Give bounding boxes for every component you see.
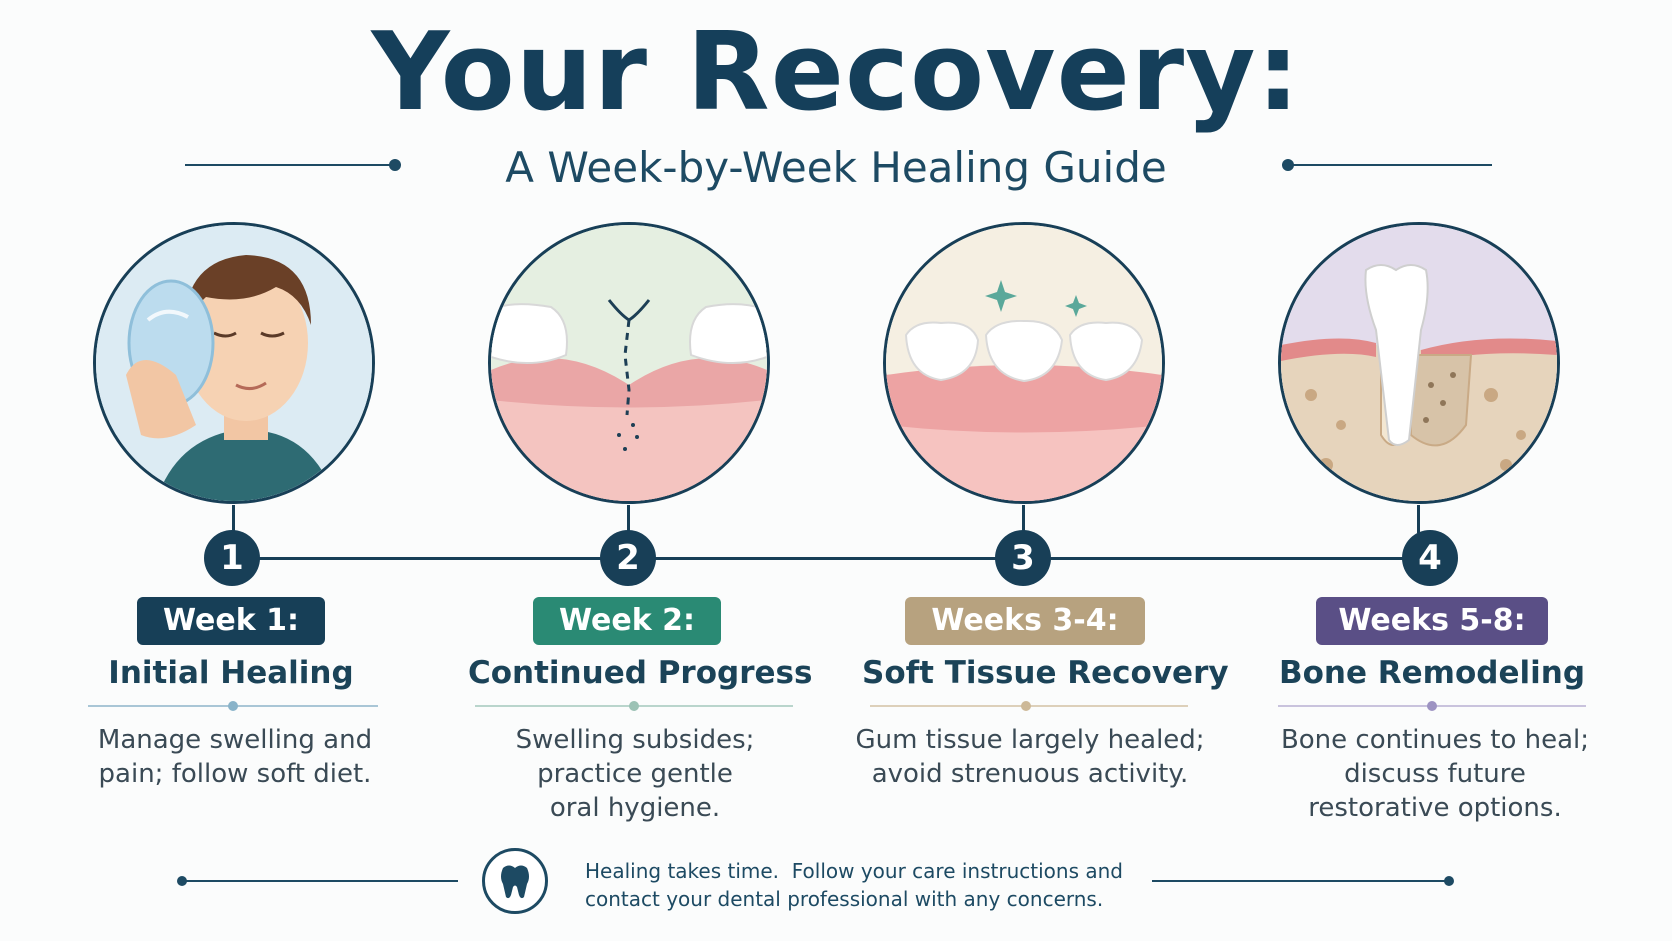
stage-1-description-line: pain; follow soft diet. [98,759,372,789]
stage-4-divider-dot [1427,701,1437,711]
page-subtitle: A Week-by-Week Healing Guide [505,143,1167,192]
stage-2-description-line: Swelling subsides; [515,725,755,755]
timeline-line [232,557,1430,560]
stage-4-stem [1417,505,1420,533]
footer-tooth-badge [482,848,548,914]
stage-4-description-line: discuss future [1344,759,1526,789]
stage-2-badge: Week 2: [533,597,721,645]
sutured-gum-icon [491,225,767,501]
footer-right-rule [1152,880,1448,882]
stage-3-description-line: Gum tissue largely healed; [855,725,1205,755]
stage-4-description-line: Bone continues to heal; [1280,725,1590,755]
stage-2-stem [627,505,630,533]
stage-4-badge: Weeks 5-8: [1316,597,1548,645]
tooth-icon [501,865,529,899]
stage-3-stem [1022,505,1025,533]
stage-2-number: 2 [600,530,656,586]
subtitle-right-rule [1290,164,1492,166]
stage-2-illustration [488,222,770,504]
subtitle-right-dot [1282,159,1294,171]
footer-message-line-1: Healing takes time. Follow your care ins… [585,859,1123,883]
stage-4-description: Bone continues to heal; discuss future r… [1265,723,1605,825]
stage-3-number: 3 [995,530,1051,586]
stage-2-divider-dot [629,701,639,711]
stage-3-illustration [883,222,1165,504]
stage-4-illustration [1278,222,1560,504]
bone-remodeling-icon [1281,225,1557,501]
subtitle-left-rule [185,164,395,166]
stage-1-description-line: Manage swelling and [97,725,373,755]
footer-right-dot [1444,876,1454,886]
stage-3-divider-dot [1021,701,1031,711]
stage-3-badge: Weeks 3-4: [905,597,1145,645]
footer-message-line-2: contact your dental professional with an… [585,887,1104,911]
subtitle-left-dot [389,159,401,171]
stage-2-description-line: oral hygiene. [549,793,721,823]
stage-1-divider-dot [228,701,238,711]
stage-3-title: Soft Tissue Recovery [862,655,1229,691]
stage-4-title: Bone Remodeling [1278,655,1586,691]
stage-3-description-line: avoid strenuous activity. [871,759,1189,789]
stage-2-description: Swelling subsides; practice gentle oral … [470,723,800,825]
stage-4-description-line: restorative options. [1308,793,1562,823]
healed-gum-icon [886,225,1162,501]
stage-1-description: Manage swelling and pain; follow soft di… [70,723,400,791]
ice-pack-face-icon [96,225,372,501]
footer-message: Healing takes time. Follow your care ins… [585,857,1145,913]
stage-3-description: Gum tissue largely healed; avoid strenuo… [855,723,1205,791]
stage-1-title: Initial Healing [108,655,354,691]
stage-1-badge: Week 1: [137,597,325,645]
stage-1-stem [232,505,235,533]
stage-1-number: 1 [204,530,260,586]
stage-1-illustration [93,222,375,504]
stage-2-title: Continued Progress [468,655,813,691]
footer-left-rule [182,880,458,882]
stage-4-number: 4 [1402,530,1458,586]
stage-2-description-line: practice gentle [537,759,733,789]
page-title: Your Recovery: [371,10,1301,135]
